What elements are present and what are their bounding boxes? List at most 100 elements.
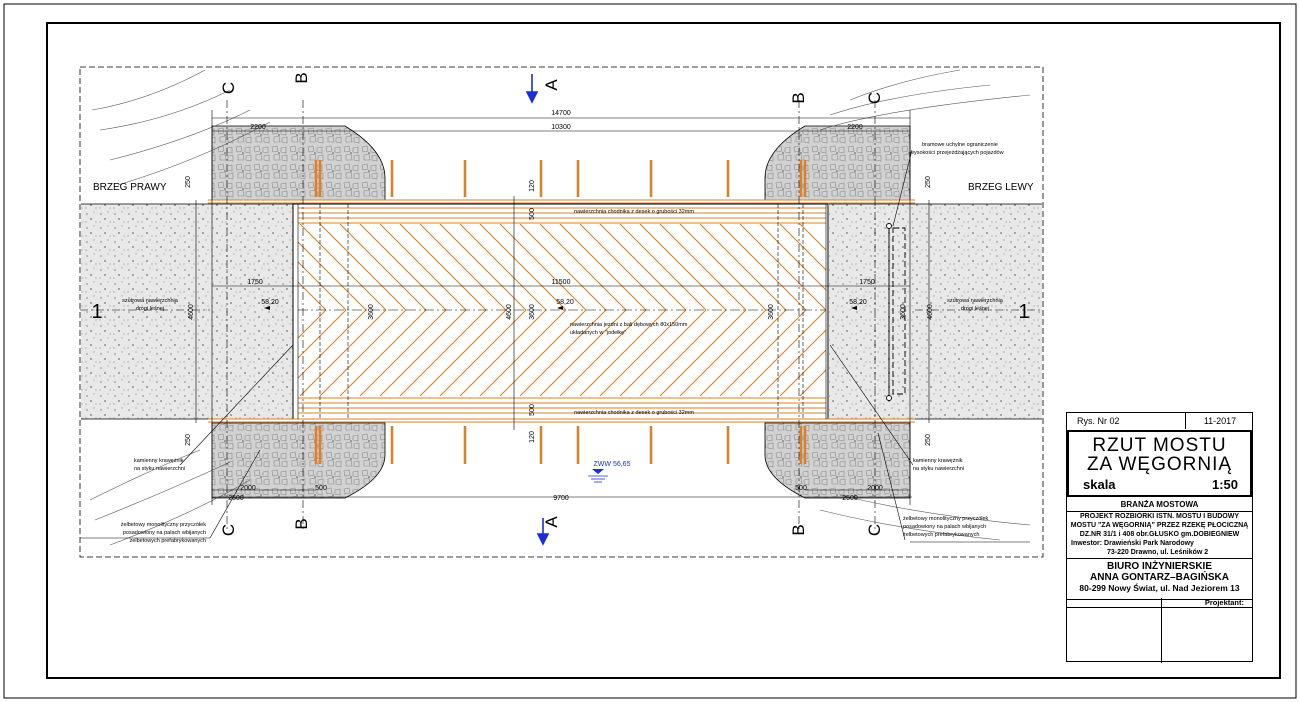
dim-width-left: 4600	[188, 304, 195, 320]
project-line1: PROJEKT ROZBIÓRKI ISTN. MOSTU I BUDOWY	[1079, 513, 1240, 520]
gravel-road-left	[81, 204, 295, 419]
title-box: RZUT MOSTU ZA WĘGORNIĄ skala 1:50	[1067, 430, 1252, 497]
dim-walk-500-bot: 500	[529, 404, 536, 416]
railing-posts	[314, 160, 807, 464]
dim-approach-right: 1750	[859, 279, 875, 286]
section-b-bottom-right: B	[789, 524, 808, 535]
note-gravel-right-2: drogi leśnej	[961, 306, 989, 312]
note-abut-right-1: żelbetowy monolityczny przyczółek	[903, 516, 989, 522]
section-b-top-left: B	[292, 72, 311, 83]
dim-barrier-width: 3600	[900, 304, 907, 320]
level-right: 58,20	[849, 299, 867, 306]
note-abut-left-1: żelbetowy monolityczny przyczółek	[121, 522, 207, 528]
section-1-left: 1	[91, 301, 102, 323]
abutment-bottom-right	[764, 422, 911, 499]
dim-250-bl: 250	[185, 434, 192, 446]
dim-walk-120-top: 120	[529, 180, 536, 192]
dim-500-left: 500	[315, 485, 327, 492]
dim-curb-right: 3600	[768, 304, 775, 320]
note-barrier-2: wysokości przejeżdżających pojazdów	[909, 150, 1004, 156]
bridge-deck	[292, 203, 829, 420]
section-c-top-right: C	[865, 92, 884, 104]
dim-250-br: 250	[925, 434, 932, 446]
water-level-mark: ZWW 56,65	[588, 461, 631, 483]
bank-left-label: BRZEG LEWY	[968, 182, 1034, 193]
note-abut-left-2: posadowiony na palach wbijanych	[123, 530, 206, 536]
note-gravel-left-2: drogi leśnej	[136, 306, 164, 312]
dim-span: 11500	[552, 279, 571, 286]
dim-500-right: 500	[795, 485, 807, 492]
dim-mid-width: 4600	[506, 304, 513, 320]
section-a-top: A	[542, 79, 561, 91]
signature-divider	[1161, 598, 1162, 663]
dim-curb-left: 3600	[368, 304, 375, 320]
dim-deck-top: 10300	[551, 124, 571, 131]
dim-wing-right-top: 2200	[847, 124, 863, 131]
dim-walk-500-top: 500	[529, 208, 536, 220]
gravel-road-right	[829, 204, 1042, 419]
note-gravel-left-1: szutrowa nawierzchnia	[122, 298, 179, 304]
dim-total-top: 14700	[551, 110, 571, 117]
dimension-lines	[195, 110, 930, 505]
abutment-top-left	[211, 125, 386, 201]
section-c-bottom-right: C	[865, 524, 884, 536]
height-barrier	[886, 223, 906, 401]
level-left: 58,20	[261, 299, 279, 306]
dim-250-tl: 250	[185, 176, 192, 188]
section-c-top-left: C	[219, 82, 238, 94]
note-curb-left-1: kamienny krawężnik	[134, 458, 184, 464]
note-curb-left-2: na styku nawierzchni	[134, 466, 185, 472]
bank-right-label: BRZEG PRAWY	[93, 182, 167, 193]
note-deck-1: nawierzchnia jezdni z bali dębowych 80x1…	[570, 322, 688, 328]
section-c-bottom-left: C	[219, 524, 238, 536]
drawing-title-line1: RZUT MOSTU	[1092, 435, 1227, 456]
section-b-bottom-left: B	[292, 518, 311, 529]
water-level-label: ZWW 56,65	[594, 461, 631, 468]
section-1-right: 1	[1018, 301, 1029, 323]
dim-walk-120-bot: 120	[529, 431, 536, 443]
frame-border	[46, 22, 1281, 679]
project-description: PROJEKT ROZBIÓRKI ISTN. MOSTU I BUDOWY M…	[1067, 512, 1252, 559]
dim-2500-left: 2500	[228, 495, 244, 502]
project-line3: DZ.NR 31/1 i 408 obr.GŁUSKO gm.DOBIEGNIE…	[1079, 531, 1240, 538]
dim-wing-left-top: 2200	[250, 124, 266, 131]
leader-lines	[80, 149, 1030, 543]
note-walkway-bottom: nawierzchnia chodnika z desek o grubości…	[574, 410, 694, 416]
office-block: BIURO INŻYNIERSKIE ANNA GONTARZ–BAGIŃSKA…	[1067, 559, 1252, 600]
branch-label: BRANŻA MOSTOWA	[1067, 499, 1252, 512]
deck-beams	[297, 196, 827, 430]
office-owner: ANNA GONTARZ–BAGIŃSKA	[1090, 572, 1229, 583]
note-barrier-1: bramowe uchylne ograniczenie	[922, 142, 998, 148]
section-lines	[80, 100, 1042, 530]
note-deck-2: układanych w "jodełkę"	[570, 330, 626, 336]
dim-total-bottom: 9700	[553, 495, 569, 502]
level-mid: 58,20	[556, 299, 574, 306]
scale-value: 1:50	[1211, 477, 1238, 492]
dim-250-tr: 250	[925, 176, 932, 188]
dim-2500-right: 2500	[842, 495, 858, 502]
office-address: 80-299 Nowy Świat, ul. Nad Jeziorem 13	[1079, 583, 1240, 593]
note-walkway-top: nawierzchnia chodnika z desek o grubości…	[574, 209, 694, 215]
drawing-number: Rys. Nr 02	[1077, 416, 1120, 426]
dim-width-right: 4600	[927, 304, 934, 320]
signature-line	[1067, 607, 1252, 608]
note-abut-left-3: żelbetowych prefabrykowanych	[130, 538, 206, 544]
dim-2000-right: 2000	[867, 485, 883, 492]
signature-area: Projektant:	[1067, 598, 1252, 663]
deck-herringbone	[298, 224, 826, 396]
title-block: Rys. Nr 02 11-2017 RZUT MOSTU ZA WĘGORNI…	[1066, 412, 1253, 663]
investor-address: 73-220 Drawno, ul. Leśników 2	[1107, 549, 1209, 556]
dim-approach-left: 1750	[247, 279, 263, 286]
drawing-viewport	[79, 66, 1044, 558]
abutment-bottom-left	[211, 422, 386, 499]
note-abut-right-3: żelbetowych prefabrykowanych	[903, 532, 979, 538]
investor: Inwestor: Drawieński Park Narodowy	[1071, 540, 1194, 547]
note-gravel-right-1: szutrowa nawierzchnia	[947, 298, 1004, 304]
note-curb-right-1: kamienny krawężnik	[913, 458, 963, 464]
drawing-number-row: Rys. Nr 02 11-2017	[1067, 413, 1252, 431]
walkway-planks	[208, 199, 915, 423]
project-line2: MOSTU "ZA WĘGORNIĄ" PRZEZ RZEKĘ PŁOCICZN…	[1070, 522, 1249, 529]
drawing-title-line2: ZA WĘGORNIĄ	[1086, 454, 1233, 475]
drawing-date: 11-2017	[1185, 413, 1254, 429]
note-curb-right-2: na styku nawierzchni	[913, 466, 964, 472]
